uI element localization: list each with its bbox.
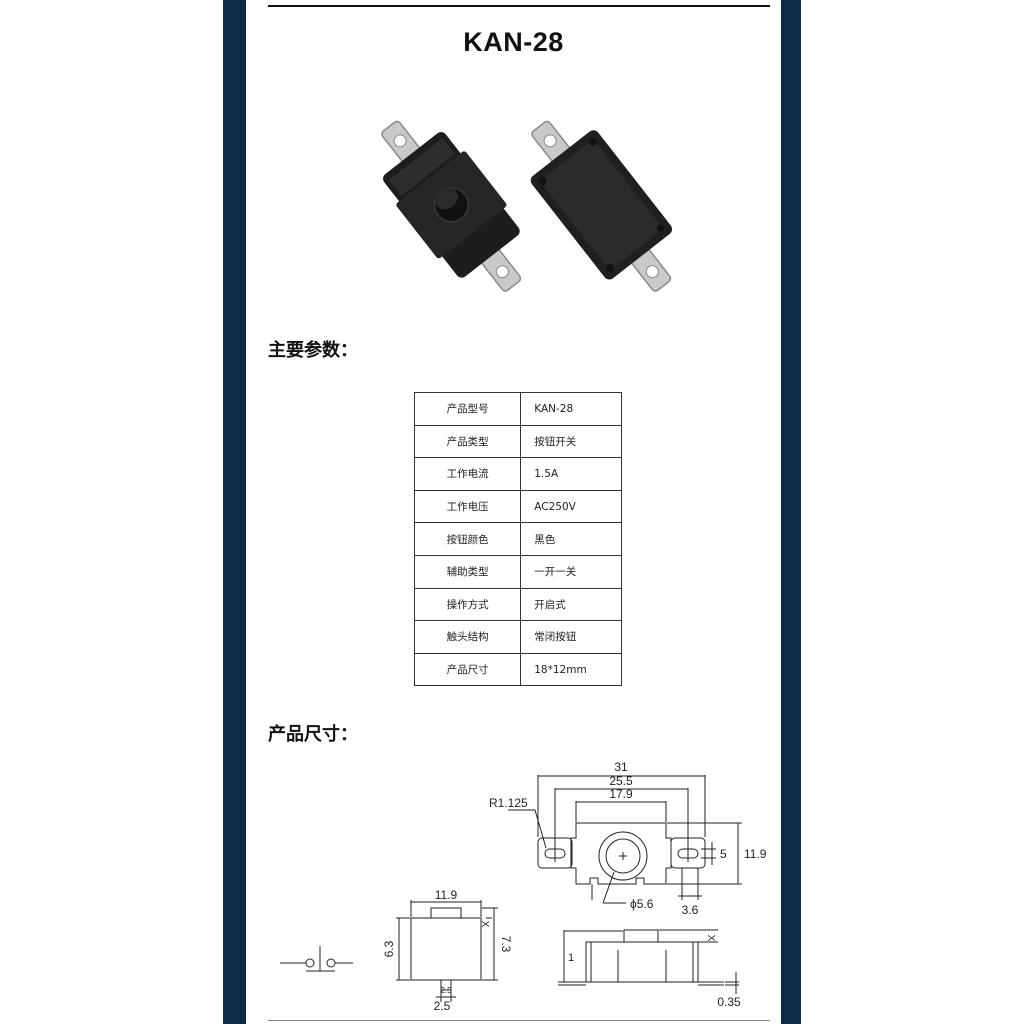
spec-row: 按钮颜色黑色 [413, 522, 622, 556]
spec-key: 辅助类型 [413, 554, 522, 589]
spec-key: 触头结构 [413, 620, 522, 654]
top-view: 31 25.5 17.9 R1.125 5 11.9 ϕ5.6 3.6 [489, 760, 767, 917]
dim-side-x: X [479, 921, 490, 928]
dim-corner-radius: R1.125 [489, 796, 528, 810]
dim-body-width: 17.9 [609, 787, 633, 801]
dim-front-x: X [705, 935, 716, 942]
dim-side-total: 7.3 [499, 936, 513, 953]
spec-value: 开启式 [520, 587, 622, 622]
spec-row: 辅助类型一开一关 [413, 554, 622, 589]
bottom-rule [268, 1020, 770, 1021]
switch-back-image [530, 120, 673, 292]
spec-value: 按钮开关 [520, 424, 622, 459]
spec-key: 按钮颜色 [413, 522, 522, 556]
spec-value: 常闭按钮 [520, 620, 622, 654]
top-rule [268, 5, 770, 7]
product-sheet: KAN-28 主要参数： 产品型 [246, 0, 781, 1024]
spec-value: 18*12mm [520, 652, 622, 687]
spec-value: 1.5A [520, 457, 622, 491]
dim-front-one: 1 [568, 952, 574, 964]
spec-value: 黑色 [520, 522, 622, 556]
switch-front-image [381, 120, 522, 292]
spec-value: 一开一关 [520, 554, 622, 589]
dim-height-top: 11.9 [744, 847, 767, 861]
page-title: KAN-28 [463, 27, 564, 57]
front-view: X 1 0.35 [558, 929, 741, 1009]
section-heading-dimensions: 产品尺寸： [268, 724, 358, 745]
dim-hole-pitch: 25.5 [609, 774, 633, 788]
switch-symbol [280, 946, 353, 972]
spec-key: 产品尺寸 [413, 652, 522, 687]
dim-side-width: 11.9 [435, 888, 458, 902]
spec-key: 操作方式 [413, 587, 522, 622]
dim-button-diameter: ϕ5.6 [630, 897, 654, 911]
spec-row: 触头结构常闭按钮 [413, 620, 622, 654]
section-heading-params: 主要参数： [268, 340, 358, 361]
spec-key: 工作电流 [413, 457, 522, 491]
spec-value: KAN-28 [520, 392, 622, 426]
right-border-bar [781, 0, 801, 1024]
dim-tab-width: 3.6 [682, 903, 699, 917]
dim-overall-width: 31 [614, 760, 628, 774]
dim-side-height: 6.3 [382, 940, 396, 957]
left-border-bar [223, 0, 246, 1024]
side-view: 11.9 6.3 7.3 X 2.5 2.5 [382, 888, 513, 1013]
product-photo [381, 120, 673, 292]
dim-pin-width: 2.5 [434, 999, 451, 1013]
dim-slot-length: 5 [720, 847, 727, 861]
dim-pin-width-small: 2.5 [440, 986, 452, 995]
spec-key: 产品型号 [413, 392, 522, 426]
spec-value: AC250V [520, 489, 622, 524]
spec-key: 产品类型 [413, 424, 522, 459]
dimension-drawing: 31 25.5 17.9 R1.125 5 11.9 ϕ5.6 3.6 [280, 760, 767, 1013]
dim-front-thickness: 0.35 [717, 995, 741, 1009]
spec-row: 产品类型按钮开关 [413, 424, 622, 459]
spec-key: 工作电压 [413, 489, 522, 524]
spec-row: 操作方式开启式 [413, 587, 622, 622]
